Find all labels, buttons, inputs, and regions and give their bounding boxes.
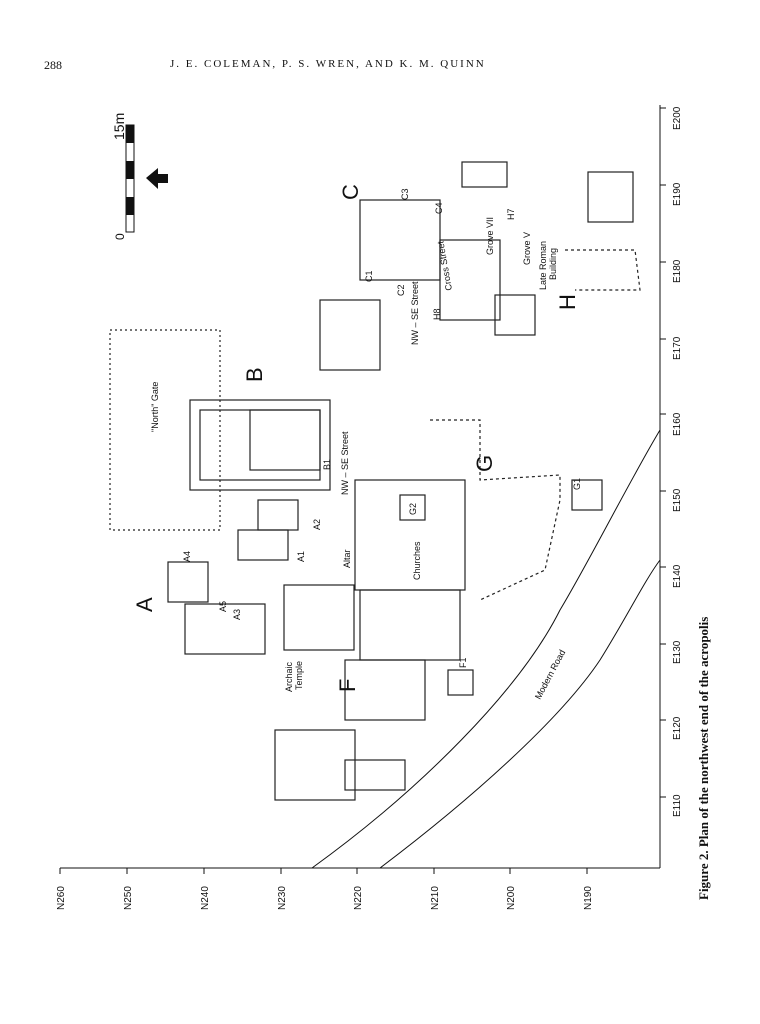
grid-e120: E120 — [672, 716, 683, 740]
label-altar: Altar — [342, 549, 352, 568]
label-c3: C3 — [400, 188, 410, 200]
grid-e150: E150 — [672, 488, 683, 512]
area-b: B — [242, 367, 267, 382]
grid-e200: E200 — [672, 106, 683, 130]
grid-e160: E160 — [672, 412, 683, 436]
label-temple: Temple — [294, 661, 304, 690]
feature-labels: "North" Gate NW – SE Street NW – SE Stre… — [150, 188, 582, 700]
running-head: J. E. COLEMAN, P. S. WREN, AND K. M. QUI… — [170, 58, 486, 70]
grid-e110: E110 — [672, 794, 683, 817]
plan-frame — [60, 105, 661, 869]
modern-road — [311, 429, 661, 869]
grid-n210: N210 — [430, 886, 441, 910]
grid-n190: N190 — [583, 886, 594, 910]
label-a4: A4 — [182, 551, 192, 562]
north-grid-labels: N260 N250 N240 N230 N220 N210 N200 N190 — [56, 886, 594, 910]
north-ticks — [59, 868, 588, 874]
label-c1: C1 — [364, 270, 374, 282]
area-f: F — [335, 679, 360, 692]
label-archaic: Archaic — [284, 661, 294, 692]
label-a3: A3 — [232, 609, 242, 620]
scale-max: 15m — [111, 113, 127, 140]
page-number: 288 — [44, 58, 62, 72]
area-a: A — [132, 597, 157, 612]
label-c4: C4 — [434, 202, 444, 214]
label-g2: G2 — [408, 503, 418, 515]
label-a1: A1 — [296, 551, 306, 562]
area-letters: A B C F G H — [132, 184, 580, 692]
grid-n200: N200 — [506, 886, 517, 910]
east-ticks — [660, 107, 666, 798]
grid-n240: N240 — [200, 886, 211, 910]
figure-caption-text: Figure 2. Plan of the northwest end of t… — [696, 616, 711, 900]
label-north-gate: "North" Gate — [150, 382, 160, 432]
grid-e180: E180 — [672, 259, 683, 283]
label-g1: G1 — [572, 478, 582, 490]
scale-bar: 0 15m — [111, 113, 135, 240]
wall-remains — [109, 161, 641, 801]
area-g: G — [472, 455, 497, 472]
area-h: H — [555, 294, 580, 310]
label-f1: F1 — [458, 657, 468, 668]
label-building: Building — [548, 248, 558, 280]
label-churches: Churches — [412, 541, 422, 580]
label-b1: B1 — [322, 459, 332, 470]
label-grove-vii: Grove VII — [485, 217, 495, 255]
label-h7: H7 — [506, 208, 516, 220]
grid-e140: E140 — [672, 564, 683, 588]
grid-e170: E170 — [672, 336, 683, 360]
label-grove-v: Grove V — [522, 232, 532, 265]
north-arrow-icon — [146, 168, 168, 189]
grid-e190: E190 — [672, 182, 683, 206]
label-h8: H8 — [432, 308, 442, 320]
grid-e130: E130 — [672, 640, 683, 664]
label-modern-road: Modern Road — [533, 648, 567, 701]
label-late-roman: Late Roman — [538, 241, 548, 290]
label-c2: C2 — [396, 284, 406, 296]
east-grid-labels: E200 E190 E180 E170 E160 E150 E140 E130 … — [672, 106, 683, 817]
scale-zero: 0 — [113, 233, 127, 240]
grid-n260: N260 — [56, 886, 67, 910]
label-cross-street: Cross Street — [435, 240, 454, 291]
grid-n250: N250 — [123, 886, 134, 910]
label-nw-se-street-2: NW – SE Street — [410, 281, 420, 345]
label-a2: A2 — [312, 519, 322, 530]
label-a5: A5 — [218, 601, 228, 612]
grid-n220: N220 — [353, 886, 364, 910]
grid-n230: N230 — [277, 886, 288, 910]
area-c: C — [338, 184, 363, 200]
label-nw-se-street-1: NW – SE Street — [340, 431, 350, 495]
